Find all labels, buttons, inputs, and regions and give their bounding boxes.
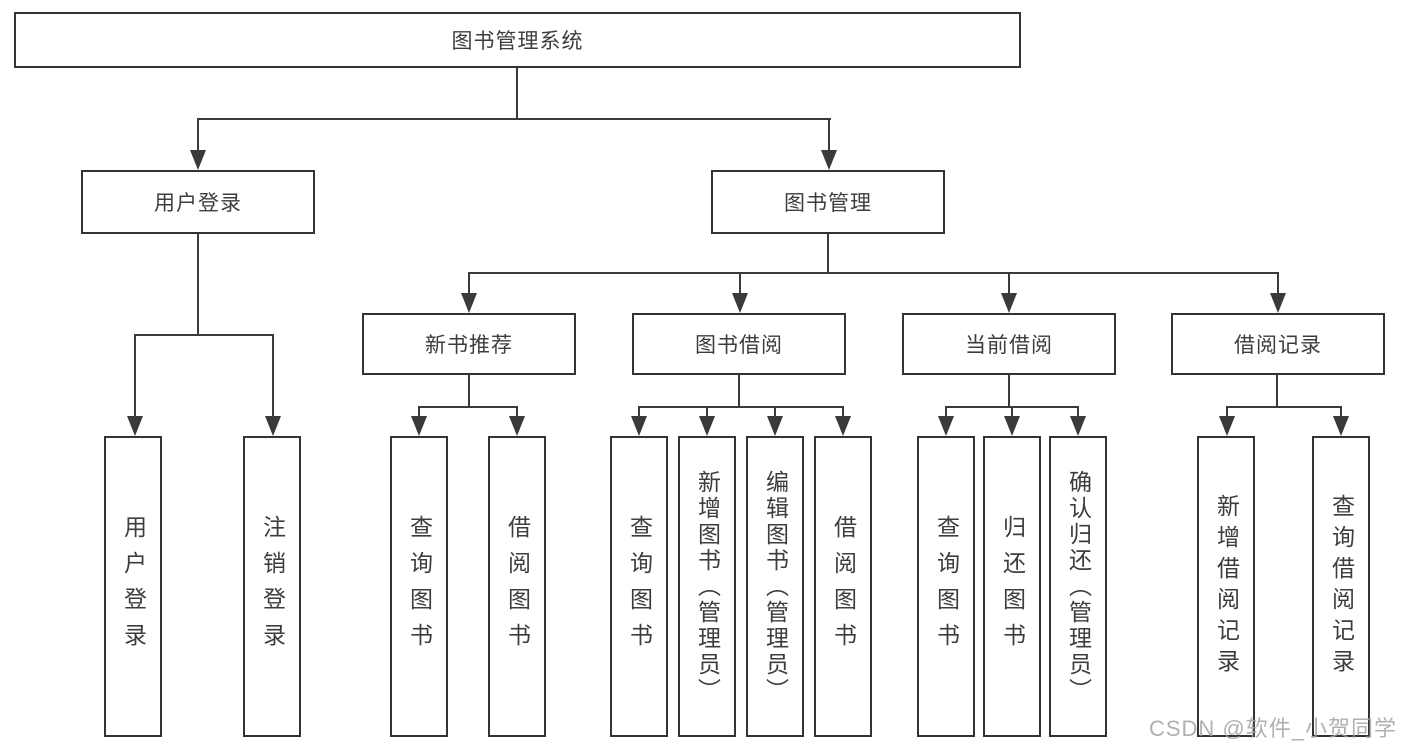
node-borrowing-records: 借阅记录: [1171, 313, 1385, 375]
arrow-down-icon: [190, 150, 206, 170]
node-current-borrowing: 当前借阅: [902, 313, 1116, 375]
node-label: 图书借阅: [695, 334, 783, 357]
node-label: 新书推荐: [425, 334, 513, 357]
connector-borrowing-drop-2: [706, 406, 708, 418]
leaf-query-borrow-record: 查询借阅记录: [1312, 436, 1370, 737]
node-label: 查询借阅记录: [1328, 493, 1355, 680]
arrow-down-icon: [821, 150, 837, 170]
node-label: 编辑图书（管理员）: [762, 469, 789, 704]
node-library-management-system: 图书管理系统: [14, 12, 1021, 68]
node-label: 确认归还（管理员）: [1065, 469, 1092, 704]
node-label: 归还图书: [999, 514, 1026, 659]
arrow-down-icon: [767, 416, 783, 436]
leaf-confirm-return-admin: 确认归还（管理员）: [1049, 436, 1107, 737]
arrow-down-icon: [1333, 416, 1349, 436]
node-book-borrowing: 图书借阅: [632, 313, 846, 375]
connector-mgmt-drop-1: [468, 272, 470, 295]
connector-mgmt-drop-3: [1008, 272, 1010, 295]
node-label: 图书管理系统: [451, 30, 584, 53]
arrow-down-icon: [461, 293, 477, 313]
arrow-down-icon: [265, 416, 281, 436]
arrow-down-icon: [127, 416, 143, 436]
connector-login-drop-1: [134, 334, 136, 418]
node-label: 用户登录: [154, 192, 242, 215]
csdn-watermark: CSDN @软件_小贺同学: [1148, 716, 1397, 741]
connector-root-rail: [197, 118, 831, 120]
arrow-down-icon: [699, 416, 715, 436]
connector-records-rail: [1226, 406, 1342, 408]
leaf-logout: 注销登录: [243, 436, 301, 737]
arrow-down-icon: [1004, 416, 1020, 436]
node-label: 新增借阅记录: [1213, 493, 1240, 680]
connector-mgmt-rail: [468, 272, 1279, 274]
connector-records-drop-1: [1226, 406, 1228, 418]
leaf-return-books: 归还图书: [983, 436, 1041, 737]
node-label: 查询图书: [626, 514, 653, 659]
connector-root-stem: [516, 68, 518, 120]
connector-current-drop-1: [945, 406, 947, 418]
connector-recommend-rail: [418, 406, 518, 408]
connector-current-drop-2: [1011, 406, 1013, 418]
leaf-add-book-admin: 新增图书（管理员）: [678, 436, 736, 737]
arrow-down-icon: [1070, 416, 1086, 436]
leaf-query-books-recommend: 查询图书: [390, 436, 448, 737]
connector-current-stem: [1008, 375, 1010, 408]
connector-borrowing-drop-1: [638, 406, 640, 418]
connector-mgmt-drop-4: [1277, 272, 1279, 295]
leaf-borrow-books-recommend: 借阅图书: [488, 436, 546, 737]
node-label: 查询图书: [933, 514, 960, 659]
node-label: 当前借阅: [965, 334, 1053, 357]
arrow-down-icon: [1001, 293, 1017, 313]
connector-borrowing-drop-4: [842, 406, 844, 418]
arrow-down-icon: [835, 416, 851, 436]
leaf-edit-book-admin: 编辑图书（管理员）: [746, 436, 804, 737]
connector-borrowing-drop-3: [774, 406, 776, 418]
leaf-query-books-current: 查询图书: [917, 436, 975, 737]
connector-current-drop-3: [1077, 406, 1079, 418]
arrow-down-icon: [411, 416, 427, 436]
arrow-down-icon: [732, 293, 748, 313]
node-label: 借阅记录: [1234, 334, 1322, 357]
connector-login-stem: [197, 234, 199, 336]
connector-borrowing-stem: [738, 375, 740, 408]
connector-records-stem: [1276, 375, 1278, 408]
node-label: 借阅图书: [830, 514, 857, 659]
arrow-down-icon: [509, 416, 525, 436]
leaf-add-borrow-record: 新增借阅记录: [1197, 436, 1255, 737]
connector-recommend-drop-2: [516, 406, 518, 418]
connector-mgmt-stem: [827, 234, 829, 274]
leaf-query-books-borrowing: 查询图书: [610, 436, 668, 737]
leaf-user-login: 用户登录: [104, 436, 162, 737]
connector-root-drop-left: [197, 118, 199, 152]
connector-root-drop-right: [828, 118, 830, 152]
node-label: 新增图书（管理员）: [694, 469, 721, 704]
node-label: 用户登录: [120, 514, 147, 659]
connector-recommend-drop-1: [418, 406, 420, 418]
node-user-login: 用户登录: [81, 170, 315, 234]
connector-records-drop-2: [1340, 406, 1342, 418]
leaf-borrow-books-borrowing: 借阅图书: [814, 436, 872, 737]
connector-mgmt-drop-2: [739, 272, 741, 295]
node-new-book-recommend: 新书推荐: [362, 313, 576, 375]
node-book-management: 图书管理: [711, 170, 945, 234]
arrow-down-icon: [1270, 293, 1286, 313]
node-label: 查询图书: [406, 514, 433, 659]
arrow-down-icon: [631, 416, 647, 436]
node-label: 图书管理: [784, 192, 872, 215]
connector-login-drop-2: [272, 334, 274, 418]
node-label: 借阅图书: [504, 514, 531, 659]
connector-recommend-stem: [468, 375, 470, 408]
connector-borrowing-rail: [638, 406, 844, 408]
node-label: 注销登录: [259, 514, 286, 659]
connector-login-rail: [134, 334, 274, 336]
arrow-down-icon: [1219, 416, 1235, 436]
arrow-down-icon: [938, 416, 954, 436]
